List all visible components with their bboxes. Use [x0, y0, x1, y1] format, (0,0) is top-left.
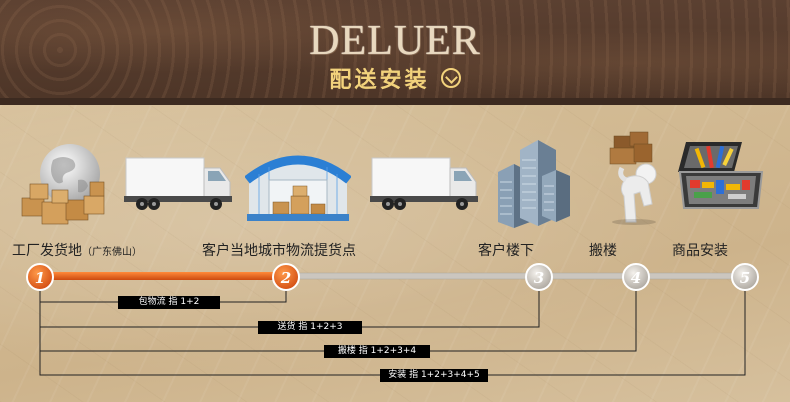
globe-boxes-icon	[21, 144, 105, 225]
range-label-carry-upstairs: 搬楼 指 1+2+3+4	[324, 345, 430, 358]
range-label-delivery: 送货 指 1+2+3	[258, 321, 362, 334]
svg-text:5: 5	[740, 269, 750, 287]
svg-text:3: 3	[534, 269, 544, 287]
step-label-factory: 工厂发货地（广东佛山）	[12, 243, 142, 259]
step-label-carry-upstairs: 搬楼	[589, 243, 617, 259]
warehouse-icon	[245, 155, 351, 221]
chevron-down-circle-icon[interactable]	[440, 68, 461, 88]
step-note-factory: （广东佛山）	[82, 247, 142, 258]
section-subtitle: 配送安装	[329, 67, 430, 93]
step-node-3: 3	[525, 263, 553, 291]
brand-title: DELUER	[309, 18, 481, 64]
step-node-5: 5	[731, 263, 759, 291]
buildings-icon	[498, 140, 570, 228]
step-node-2: 2	[272, 263, 300, 291]
header-divider	[0, 98, 790, 105]
step-label-pickup-point: 客户当地城市物流提货点	[202, 243, 356, 259]
svg-text:4: 4	[631, 269, 641, 287]
range-label-logistics: 包物流 指 1+2	[118, 296, 220, 309]
person-carrying-boxes-icon	[609, 131, 657, 225]
svg-text:2: 2	[280, 269, 291, 287]
step-label-downstairs: 客户楼下	[478, 243, 534, 259]
step-node-1: 1	[26, 263, 54, 291]
range-label-installation: 安装 指 1+2+3+4+5	[380, 369, 488, 382]
truck-icon	[124, 157, 232, 210]
step-label-installation: 商品安装	[672, 243, 728, 259]
step-node-4: 4	[622, 263, 650, 291]
truck-icon	[370, 157, 478, 210]
svg-text:1: 1	[35, 269, 45, 287]
toolbox-icon	[678, 142, 764, 209]
header-banner: DELUER 配送安装	[0, 0, 790, 105]
